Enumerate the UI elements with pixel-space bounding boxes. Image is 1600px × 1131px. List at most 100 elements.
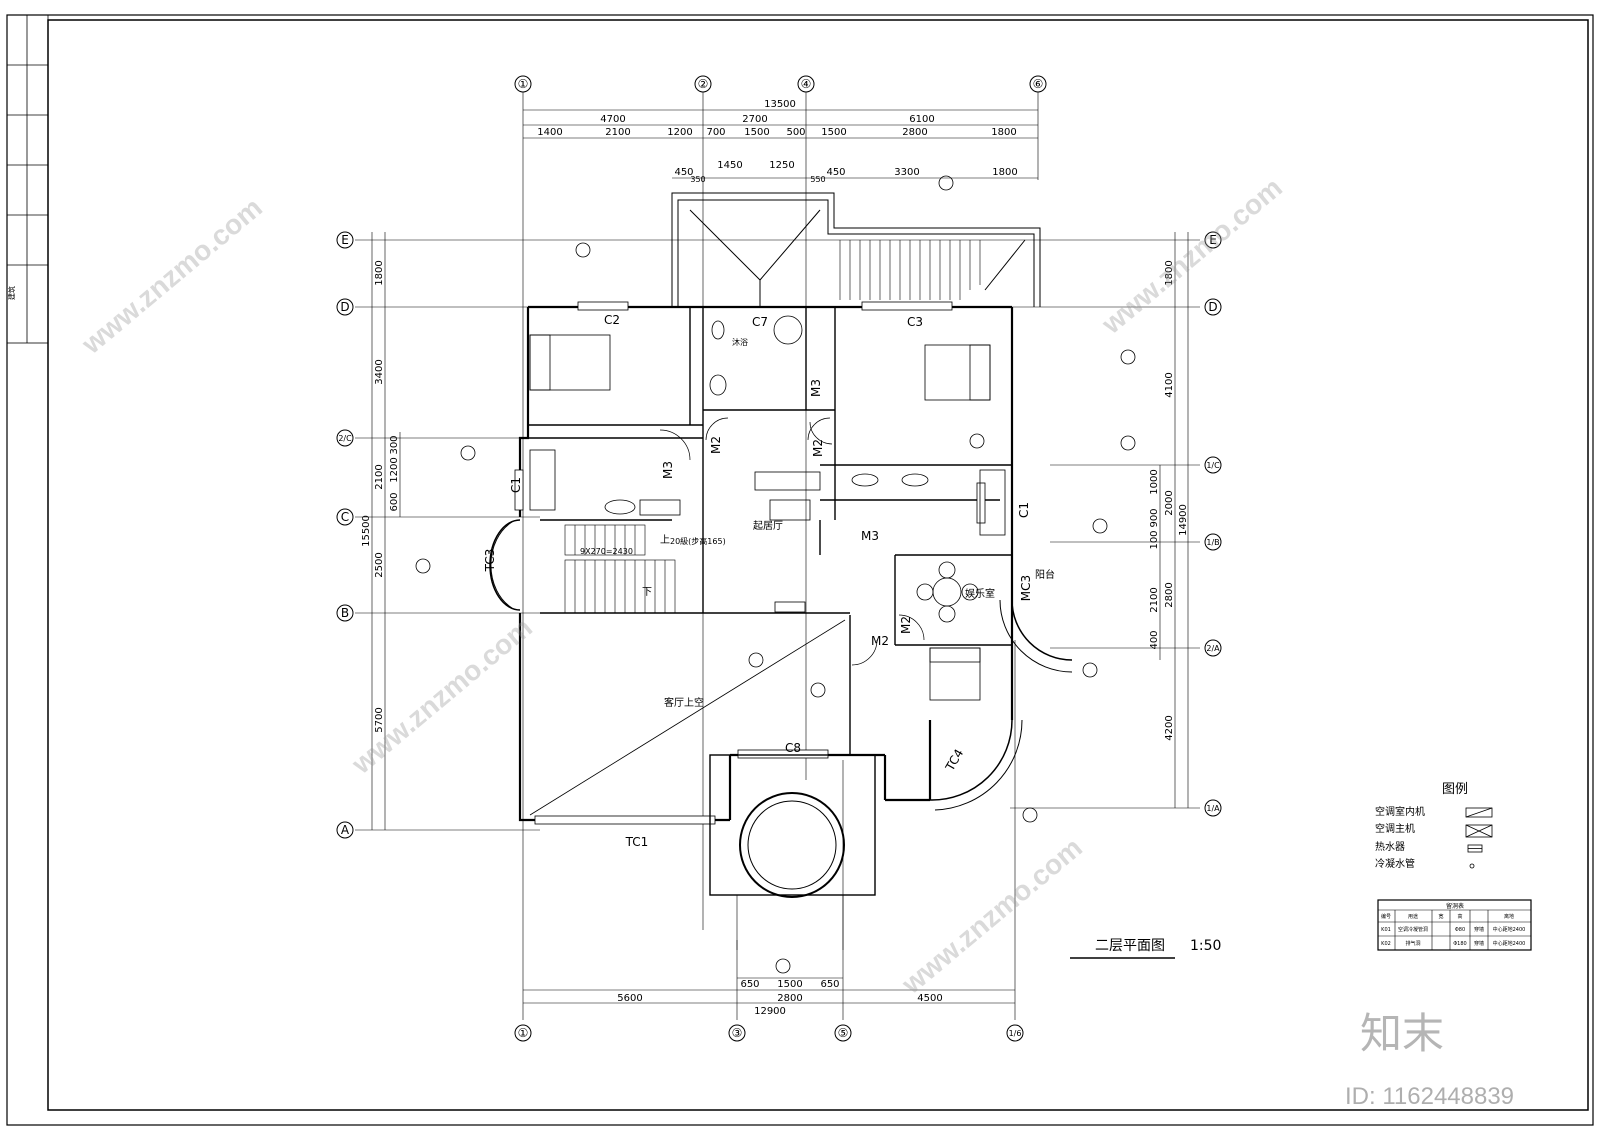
- ac-outdoor-icon: [1465, 824, 1493, 838]
- axis-label: 2/A: [1206, 644, 1220, 653]
- staircase: [564, 524, 676, 614]
- dim-top-inner: 1250: [769, 160, 794, 171]
- room-label-balcony: 阳台: [1035, 568, 1055, 581]
- schedule-header: 离地: [1504, 913, 1514, 920]
- dim-right-mid: 2000: [1164, 490, 1175, 515]
- schedule-cell: Φ180: [1453, 941, 1466, 947]
- dim-top-detail: 2800: [902, 127, 927, 138]
- axis-bubbles-left: [336, 231, 354, 839]
- dim-right-mid: 1800: [1164, 260, 1175, 285]
- dim-top-detail: 1500: [744, 127, 769, 138]
- dim-right-mid: 4200: [1164, 715, 1175, 740]
- axis-label: ③: [732, 1026, 743, 1040]
- dim-bottom-mid: 2800: [777, 993, 802, 1004]
- dim-top-mid: 6100: [909, 114, 934, 125]
- grid-lines: [355, 92, 1200, 1020]
- schedule-cell: 空调冷凝管洞: [1398, 926, 1428, 933]
- axis-label: E: [341, 233, 349, 247]
- window-label: C8: [785, 741, 801, 755]
- window-label: C2: [604, 313, 620, 327]
- dim-top-inner: 1450: [717, 160, 742, 171]
- dim-bottom-mid: 4500: [917, 993, 942, 1004]
- schedule-table: [1377, 899, 1532, 951]
- legend-label: 空调主机: [1375, 822, 1415, 835]
- schedule-header: 宽: [1438, 913, 1443, 920]
- schedule-cell: 中心距地2400: [1493, 940, 1526, 947]
- furniture: [529, 315, 1006, 701]
- dim-left-mid: 2100: [374, 464, 385, 489]
- axis-label: 1/C: [1206, 461, 1220, 470]
- dim-right-detail: 1000: [1149, 469, 1160, 494]
- dim-left-detail: 1200: [389, 457, 400, 482]
- dim-top-inner: 450: [826, 167, 845, 178]
- watermark-id: ID: 1162448839: [1345, 1083, 1515, 1110]
- door-swings: [659, 417, 925, 666]
- drawing-title: 二层平面图: [1095, 938, 1165, 954]
- dim-left-mid: 5700: [374, 707, 385, 732]
- dim-left-detail: 600: [389, 492, 400, 511]
- stair-down-label: 下: [642, 587, 652, 598]
- stair-dim: 20級(步高165): [670, 536, 726, 546]
- dim-top-inner: 1800: [992, 167, 1017, 178]
- axis-bubbles-top: [514, 75, 1047, 93]
- condensate-pipe-icon: [1469, 863, 1475, 869]
- axis-label: C: [341, 510, 349, 524]
- axis-bubbles-right: [1204, 231, 1222, 817]
- drawing-scale: 1:50: [1190, 938, 1221, 954]
- dim-left-mid: 2500: [374, 552, 385, 577]
- windows: [514, 301, 986, 825]
- dim-right-mid: 2800: [1164, 582, 1175, 607]
- bay-window-tc4-outer: [934, 719, 1023, 811]
- schedule-cell: 穿墙: [1474, 940, 1484, 947]
- dim-top-inner: 3300: [894, 167, 919, 178]
- window-label: C1: [509, 477, 523, 493]
- dimension-lines-left: [371, 232, 401, 830]
- axis-label: ①: [518, 1026, 529, 1040]
- balcony-curve-outer: [999, 599, 1073, 673]
- dim-left-mid: 3400: [374, 359, 385, 384]
- door-label: M3: [661, 461, 675, 479]
- roof-hatching: [839, 240, 981, 300]
- axis-label: B: [341, 606, 349, 620]
- axis-label: ①: [518, 77, 529, 91]
- water-heater-icon: [1467, 844, 1483, 853]
- round-tower: [709, 754, 876, 950]
- door-label: M2: [871, 634, 889, 648]
- legend-label: 冷凝水管: [1375, 857, 1415, 870]
- dim-top-inner: 450: [674, 167, 693, 178]
- dim-right-mid: 4100: [1164, 372, 1175, 397]
- bay-window-tc4: [929, 719, 1013, 801]
- window-label: TC3: [483, 549, 497, 573]
- dim-right-total: 14900: [1178, 504, 1189, 536]
- window-label: TC4: [942, 747, 966, 774]
- legend-title: 图例: [1442, 782, 1468, 797]
- dim-bottom-mid: 5600: [617, 993, 642, 1004]
- legend-label: 空调室内机: [1375, 805, 1425, 818]
- dim-top-detail: 700: [706, 127, 725, 138]
- dim-top-mid: 2700: [742, 114, 767, 125]
- dim-top-detail: 1500: [821, 127, 846, 138]
- axis-label: ④: [801, 77, 812, 91]
- door-label: M3: [861, 529, 879, 543]
- dim-right-detail: 100: [1149, 530, 1160, 549]
- void-diagonal: [529, 619, 846, 816]
- schedule-cell: K01: [1381, 927, 1391, 933]
- axis-label: E: [1209, 233, 1217, 247]
- axis-label: ⑥: [1033, 77, 1044, 91]
- room-label-living: 起居厅: [753, 520, 783, 532]
- dimension-lines-bottom: [523, 977, 1015, 1004]
- title-block-labels: 建筑: [7, 286, 16, 300]
- door-label: M2: [709, 436, 723, 454]
- stair-up-label: 上: [660, 534, 670, 546]
- dim-left-total: 15500: [361, 515, 372, 547]
- dim-right-detail: 900: [1149, 508, 1160, 527]
- exterior-walls: [518, 305, 1014, 822]
- room-label-hall-void: 客厅上空: [664, 696, 704, 709]
- axis-bubbles-bottom: [514, 1024, 1024, 1042]
- bay-window-tc3-outer: [490, 521, 513, 609]
- schedule-header: 用途: [1408, 913, 1418, 920]
- axis-label: 1/A: [1206, 804, 1220, 813]
- schedule-cell: K02: [1381, 941, 1391, 947]
- axis-label: 1/B: [1206, 538, 1219, 547]
